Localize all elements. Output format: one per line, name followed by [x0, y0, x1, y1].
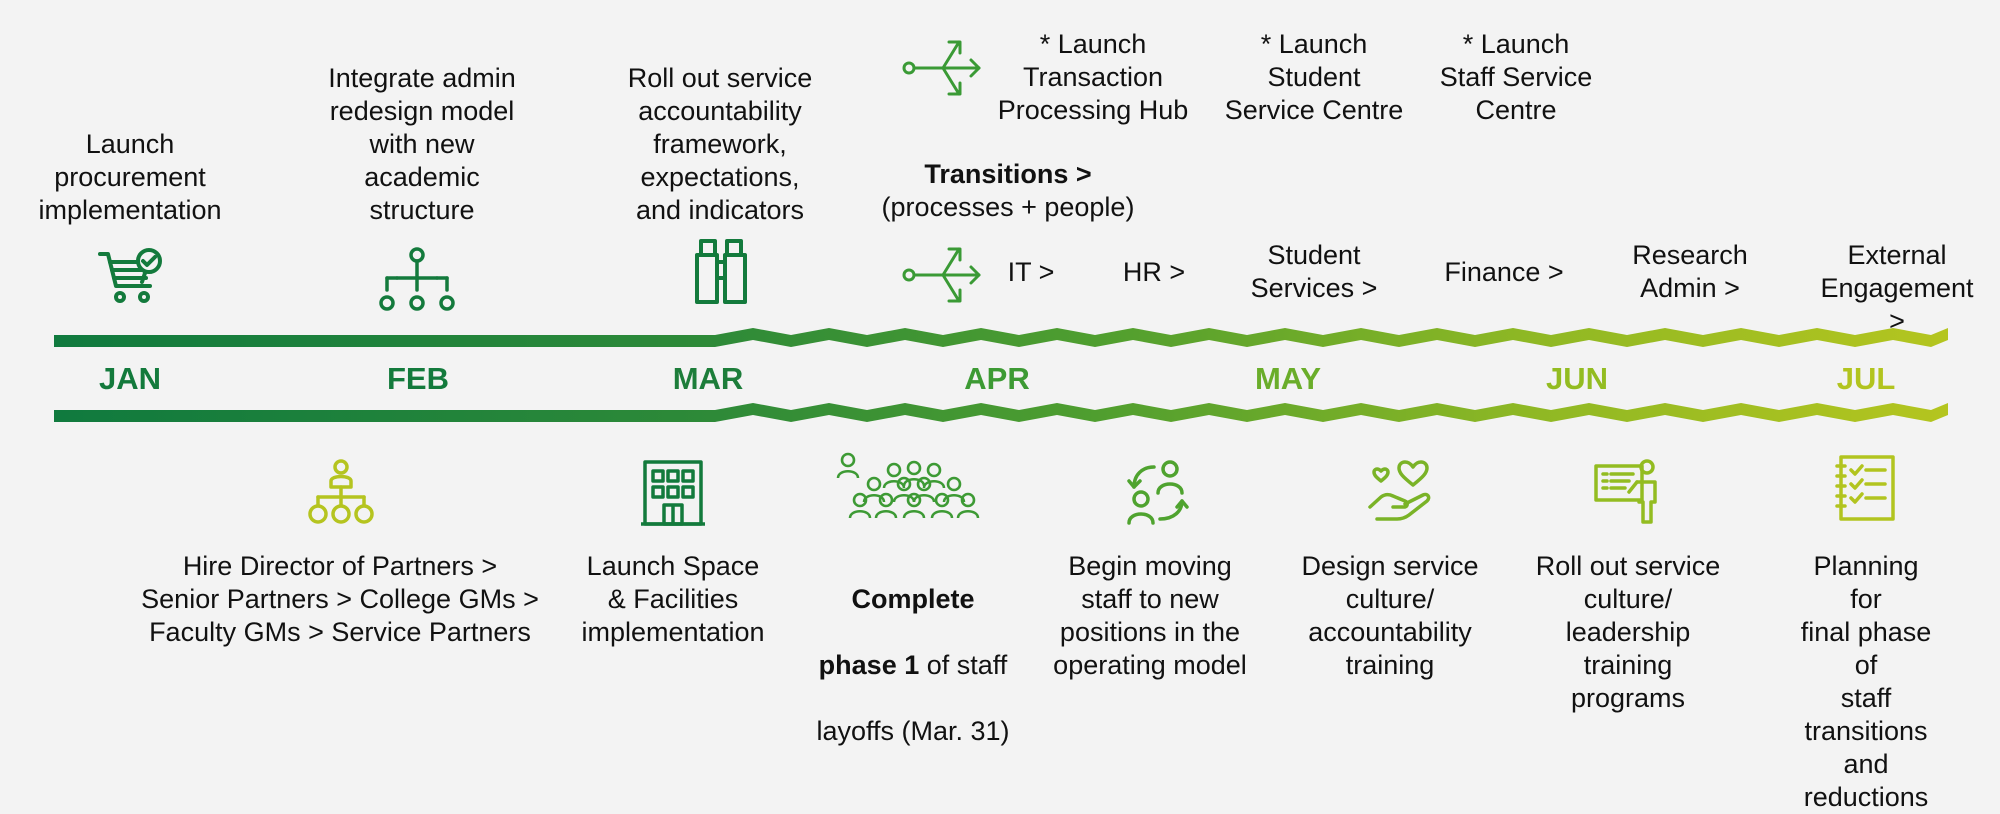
binoculars-icon	[695, 239, 747, 304]
label-design-service: Design service culture/ accountability t…	[1301, 551, 1479, 680]
label-complete-phase1: Complete phase 1 of staff layoffs (Mar. …	[816, 550, 1009, 781]
label-launch-space: Launch Space & Facilities implementation	[581, 551, 765, 647]
timeline-lower-band	[54, 403, 1948, 422]
heart-hand-icon	[1368, 460, 1431, 521]
label-finance: Finance >	[1444, 257, 1564, 287]
complete-bold-2: phase 1	[818, 650, 920, 680]
month-feb: FEB	[387, 361, 449, 396]
label-launch-tph: * Launch Transaction Processing Hub	[997, 29, 1189, 125]
label-planning-final: Planning for final phase of staff transi…	[1800, 551, 1932, 812]
label-launch-ssc: * Launch Student Service Centre	[1224, 29, 1404, 125]
branching-arrows-icon	[902, 40, 981, 96]
person-hierarchy-icon	[308, 459, 374, 524]
shopping-cart-check-icon	[98, 248, 162, 303]
label-student-services: Student Services >	[1250, 240, 1378, 303]
org-chart-icon	[379, 247, 455, 311]
label-it: IT >	[1007, 257, 1055, 287]
month-may: MAY	[1254, 361, 1322, 396]
complete-rest-2: of staff	[919, 650, 1008, 680]
roadmap-timeline: JAN FEB MAR APR MAY JUN JUL Launch procu…	[38, 29, 1974, 812]
branching-arrows-icon	[902, 247, 981, 303]
month-mar: MAR	[672, 361, 744, 396]
presenter-board-icon	[1594, 459, 1657, 524]
building-icon	[641, 460, 705, 526]
label-transitions-sub: (processes + people)	[881, 192, 1135, 222]
label-external-engagement: External Engagement >	[1820, 240, 1974, 336]
label-integrate-admin: Integrate admin redesign model with new …	[328, 63, 516, 225]
label-hr: HR >	[1122, 257, 1186, 287]
timeline-upper-band	[54, 328, 1948, 347]
label-accountability-framework: Roll out service accountability framewor…	[627, 63, 813, 225]
crowd-icon	[836, 452, 980, 520]
label-hire-director: Hire Director of Partners > Senior Partn…	[141, 551, 539, 647]
checklist-icon	[1835, 455, 1895, 521]
month-jan: JAN	[98, 361, 162, 396]
timeline-bands	[54, 328, 1948, 422]
label-transitions-title: Transitions >	[924, 159, 1092, 189]
month-jun: JUN	[1545, 361, 1609, 396]
label-launch-staff: * Launch Staff Service Centre	[1439, 29, 1593, 125]
label-rollout-service: Roll out service culture/ leadership tra…	[1535, 551, 1721, 713]
month-jul: JUL	[1836, 361, 1896, 396]
label-research-admin: Research Admin >	[1632, 240, 1748, 303]
label-procurement: Launch procurement implementation	[38, 129, 222, 225]
label-begin-moving: Begin moving staff to new positions in t…	[1053, 551, 1247, 680]
people-swap-icon	[1127, 460, 1189, 525]
complete-bold-1: Complete	[851, 584, 975, 614]
month-apr: APR	[964, 361, 1030, 396]
complete-rest-3: layoffs (Mar. 31)	[816, 716, 1010, 746]
